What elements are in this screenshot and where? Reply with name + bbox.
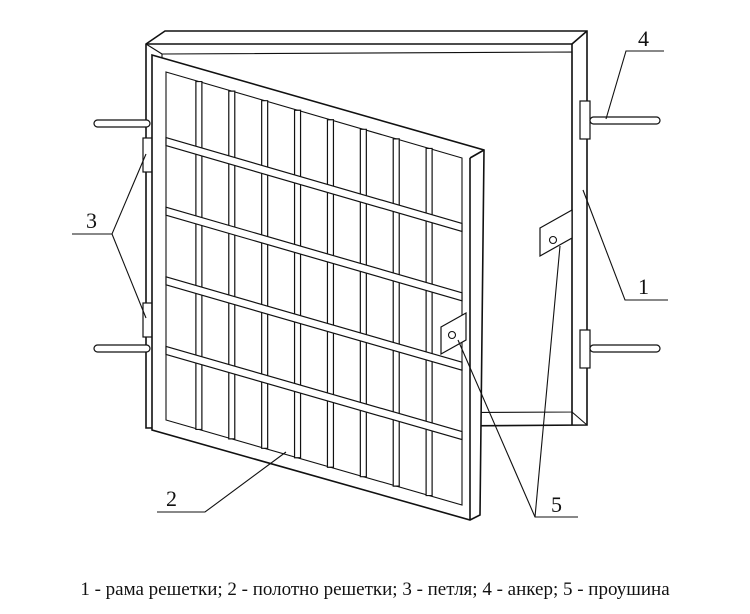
leaf-rod xyxy=(261,100,269,449)
anchor-right-top xyxy=(579,100,661,140)
anchor-right-bottom xyxy=(579,329,661,369)
leader-lines xyxy=(72,50,668,518)
leaf-crossbars xyxy=(165,136,463,441)
leaf-rod xyxy=(195,80,203,431)
frame-lug xyxy=(539,208,573,258)
leaf-crossbar xyxy=(165,345,463,441)
leaf-rod xyxy=(425,147,433,497)
leaf-rod xyxy=(359,128,367,478)
caption: 1 - рама решетки; 2 - полотно решетки; 3… xyxy=(80,579,670,600)
leaf-rod xyxy=(293,109,302,459)
anchor-left-bottom xyxy=(93,344,151,353)
grille-leaf xyxy=(151,53,485,521)
leaf-rod xyxy=(228,90,236,440)
label-3: 3 xyxy=(86,208,97,233)
leaf-lug xyxy=(440,311,467,356)
anchor-left-top xyxy=(93,119,151,128)
label-1: 1 xyxy=(638,274,649,299)
leaf-crossbar xyxy=(165,136,463,233)
leaf-rod xyxy=(392,138,400,487)
label-2: 2 xyxy=(166,486,177,511)
label-5: 5 xyxy=(551,492,562,517)
leaf-rods xyxy=(195,80,433,497)
leaf-crossbar xyxy=(165,206,463,302)
label-4: 4 xyxy=(638,26,649,51)
leaf-crossbar xyxy=(165,276,463,371)
leaf-rod xyxy=(326,119,335,468)
